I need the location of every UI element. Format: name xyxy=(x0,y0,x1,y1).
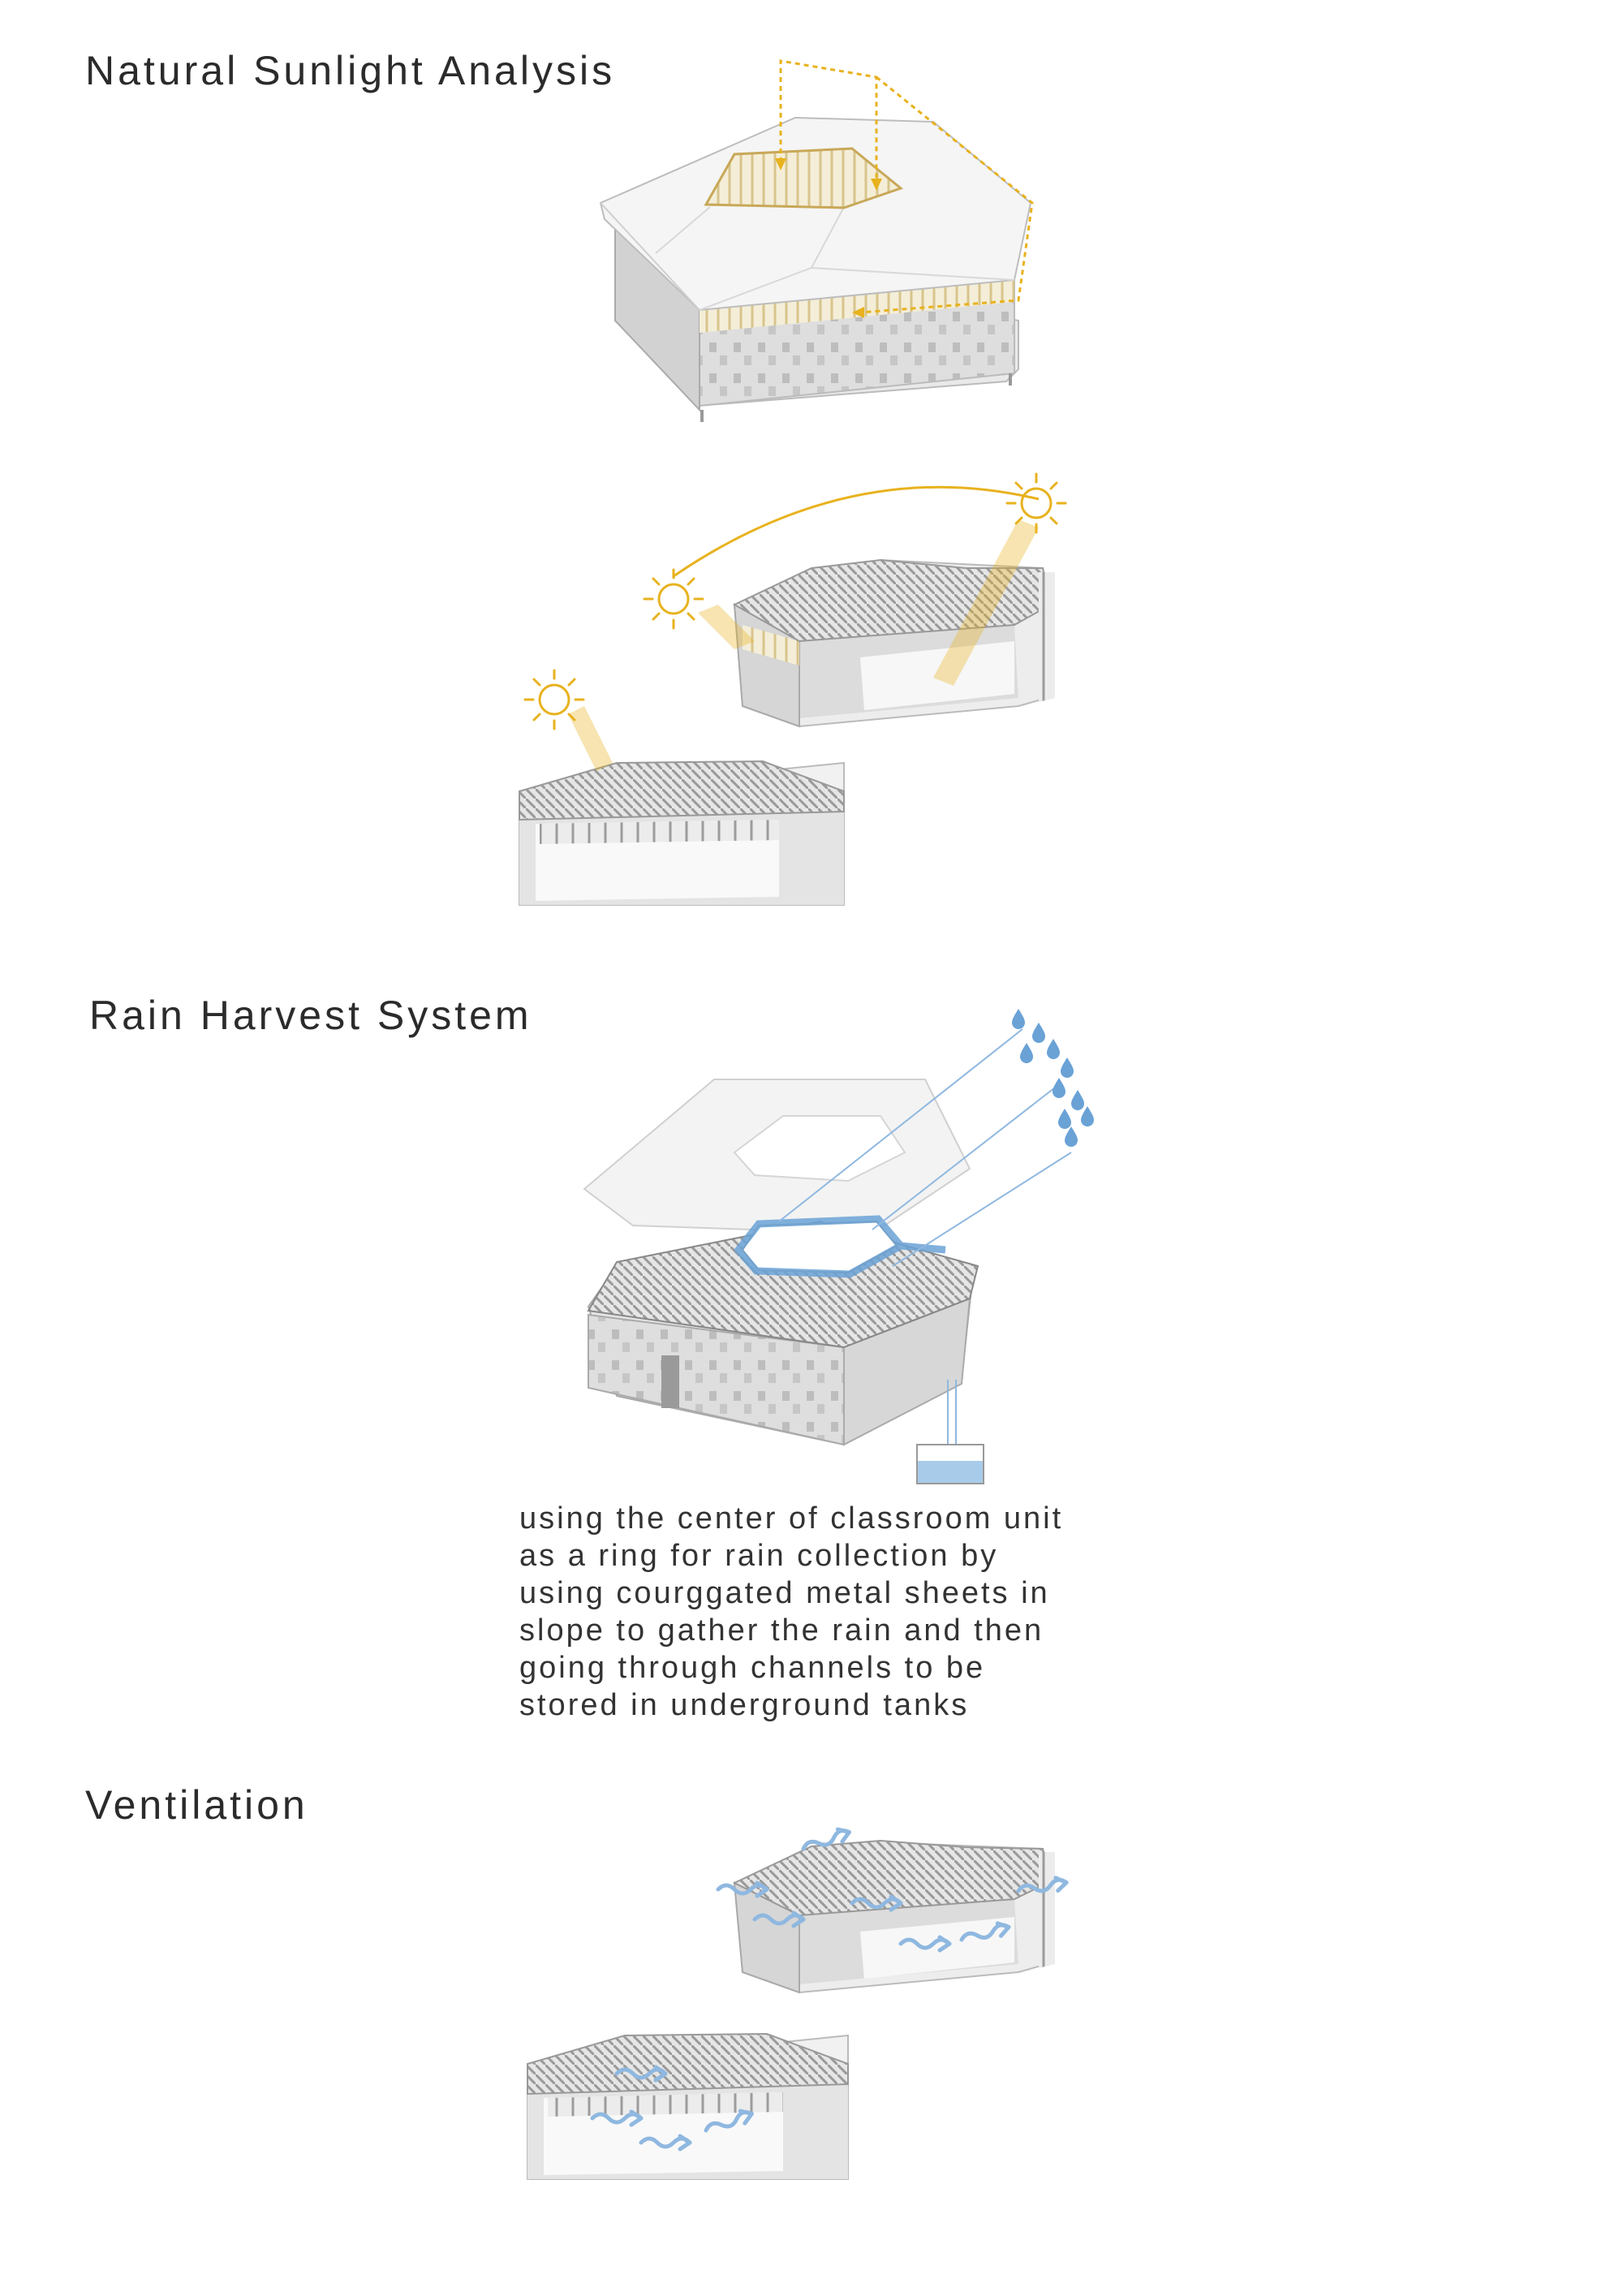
sun-ray-beam xyxy=(933,519,1039,686)
sunlight-section-upper xyxy=(732,558,1055,728)
rain-roof-sheet xyxy=(583,1079,971,1235)
light-arrowhead xyxy=(775,158,882,318)
ventilation-title: Ventilation xyxy=(85,1782,308,1828)
rain-streak-lines xyxy=(778,1028,1072,1267)
sun-path-arc xyxy=(673,485,1040,578)
ventilation-section-upper xyxy=(732,1839,1055,1994)
sunlight-building-model xyxy=(599,116,1032,422)
sun-ray-beam xyxy=(568,706,613,771)
sun-icon xyxy=(643,568,704,630)
rain-collection-ring xyxy=(734,1215,946,1278)
sunlight-title: Natural Sunlight Analysis xyxy=(85,48,616,93)
sun-icon xyxy=(1005,472,1067,534)
sunlight-section-lower xyxy=(519,760,845,906)
rain-description: using the center of classroom unit as a … xyxy=(519,1501,1064,1722)
sun-ray-beam xyxy=(698,605,755,649)
underground-tank xyxy=(916,1380,984,1484)
raindrop-icon xyxy=(1012,1009,1094,1147)
rain-title: Rain Harvest System xyxy=(89,993,532,1038)
ventilation-section-lower xyxy=(527,2032,849,2180)
light-path-arrow-icon xyxy=(779,59,1034,314)
rain-building-model xyxy=(587,1220,979,1446)
